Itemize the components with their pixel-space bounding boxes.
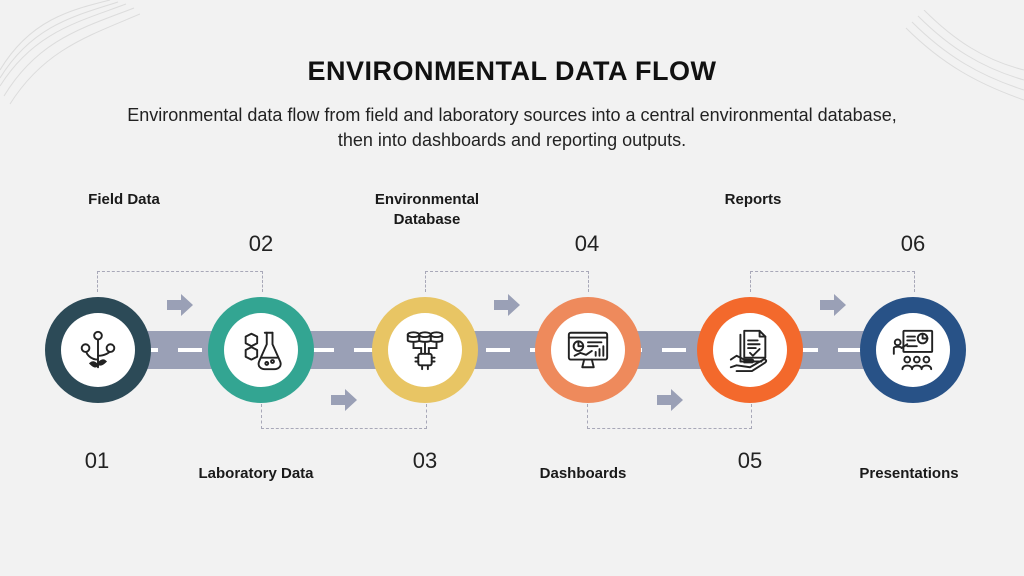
- arrow-right-icon: [494, 294, 520, 316]
- step-icon-circle: [876, 313, 950, 387]
- presentation-board-icon: [892, 329, 934, 371]
- connector-05-06: [750, 271, 915, 292]
- step-node-03: [372, 297, 478, 403]
- step-icon-circle: [713, 313, 787, 387]
- step-number-03: 03: [412, 448, 438, 473]
- decorative-swirl-left: [0, 0, 140, 105]
- step-node-06: [860, 297, 966, 403]
- step-node-02: [208, 297, 314, 403]
- step-icon-circle: [388, 313, 462, 387]
- step-label-03: Environmental Database: [374, 191, 480, 228]
- arrow-right-icon: [657, 389, 683, 411]
- arrow-right-icon: [167, 294, 193, 316]
- step-icon-circle: [551, 313, 625, 387]
- step-node-04: [535, 297, 641, 403]
- plant-network-icon: [80, 330, 116, 369]
- step-icon-circle: [61, 313, 135, 387]
- connector-03-04: [425, 271, 589, 292]
- step-number-02: 02: [248, 231, 274, 256]
- step-number-06: 06: [900, 231, 926, 256]
- step-node-05: [697, 297, 803, 403]
- connector-01-02: [97, 271, 263, 292]
- connector-04-05: [587, 404, 752, 429]
- step-label-05: Reports: [724, 191, 782, 208]
- step-icon-circle: [224, 313, 298, 387]
- step-number-04: 04: [574, 231, 600, 256]
- page-title: ENVIRONMENTAL DATA FLOW: [307, 56, 717, 86]
- road-center-dashes: [90, 348, 910, 352]
- lab-flask-icon: [244, 331, 282, 371]
- step-number-01: 01: [84, 448, 110, 473]
- step-number-05: 05: [737, 448, 763, 473]
- arrow-right-icon: [820, 294, 846, 316]
- database-chip-icon: [406, 331, 444, 371]
- step-label-06: Presentations: [859, 465, 959, 482]
- page-subtitle: Environmental data flow from field and l…: [127, 105, 897, 150]
- step-label-04: Dashboards: [539, 465, 627, 482]
- report-hand-icon: [729, 329, 768, 373]
- step-label-01: Field Data: [88, 191, 160, 208]
- step-label-02: Laboratory Data: [198, 465, 314, 482]
- connector-02-03: [261, 404, 427, 429]
- arrow-right-icon: [331, 389, 357, 411]
- dashboard-monitor-icon: [567, 331, 609, 369]
- step-node-01: [45, 297, 151, 403]
